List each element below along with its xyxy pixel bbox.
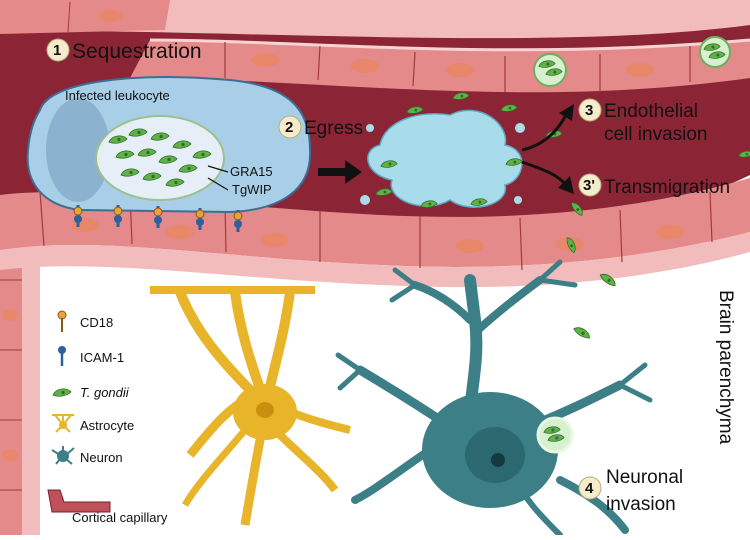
astrocyte (150, 286, 351, 526)
step-3-number: 3 (585, 102, 593, 119)
step-4-label-line1: Neuronal (606, 467, 683, 488)
step-4-label-line2: invasion (606, 494, 676, 515)
leukocyte-label: Infected leukocyte (65, 88, 170, 103)
step-badges: 1 2 3 3' 4 (46, 38, 602, 500)
step-4-number: 4 (585, 480, 594, 497)
legend-neuron-label: Neuron (80, 450, 123, 465)
legend-icam1-label: ICAM-1 (80, 350, 124, 365)
brain-parenchyma-label: Brain parenchyma (715, 290, 736, 445)
infected-leukocyte: Infected leukocyte GRA15 TgWIP (26, 76, 312, 214)
leukocyte-nucleus (46, 98, 110, 202)
lysed-leukocyte (360, 92, 563, 208)
step-2-number: 2 (285, 119, 293, 136)
endothelial-vacuoles (533, 36, 731, 87)
neuron-icon (51, 446, 75, 465)
egress-arrow (318, 160, 362, 184)
astrocyte-icon (52, 414, 74, 433)
legend-cd18-label: CD18 (80, 315, 113, 330)
t-gondii-icon (52, 388, 72, 397)
icam1-icon (58, 346, 66, 366)
neuron (335, 259, 653, 538)
legend-t-gondii-label: T. gondii (80, 385, 130, 400)
adhesion-molecules (73, 205, 243, 232)
branch-arrows (521, 104, 574, 194)
step-3prime-number: 3' (583, 177, 595, 194)
legend-cortical-capillary-label: Cortical capillary (72, 510, 168, 525)
legend-astrocyte-label: Astrocyte (80, 418, 134, 433)
step-2-label: Egress (304, 118, 363, 139)
cd18-icon (57, 310, 67, 332)
step-3-label-line2: cell invasion (604, 124, 708, 145)
parasitophorous-vacuole (95, 115, 225, 201)
gra15-label: GRA15 (230, 164, 273, 179)
step-3-label-line1: Endothelial (604, 101, 698, 122)
legend: CD18 ICAM-1 T. gondii Astrocyte Neuron C… (47, 310, 168, 525)
cortical-capillary-icon (47, 489, 111, 513)
step-1-label: Sequestration (72, 40, 202, 63)
tgwip-label: TgWIP (232, 182, 272, 197)
step-3prime-label: Transmigration (604, 177, 730, 198)
step-1-number: 1 (53, 42, 61, 59)
top-endothelium (130, 40, 750, 93)
